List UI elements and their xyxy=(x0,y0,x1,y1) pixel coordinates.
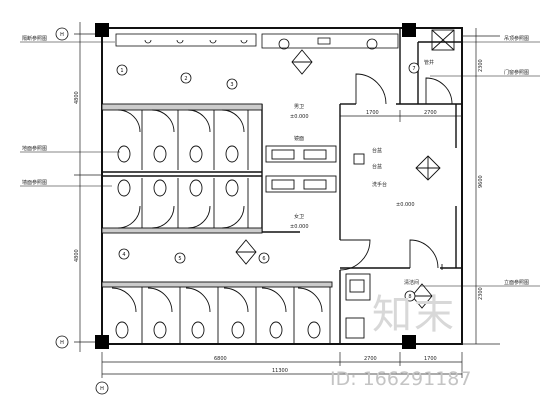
tag-circles xyxy=(116,62,420,302)
label-sink-1: 台盆 xyxy=(372,147,382,154)
axis-bubble-labels: H H H xyxy=(60,32,104,392)
watermark-logo: 知末 xyxy=(372,292,456,338)
upper-stalls xyxy=(101,103,263,170)
room-shaft: 管井 xyxy=(424,59,434,66)
dim-left-b: 4800 xyxy=(74,249,80,262)
axis-label-left-bottom: H xyxy=(100,386,104,392)
dim-right-a: 2300 xyxy=(478,59,484,72)
interior-walls xyxy=(102,28,462,344)
tag-1: 1 xyxy=(120,68,123,74)
vertical-dim-labels: 4800 4800 9600 2300 2300 xyxy=(74,59,484,300)
axis-label-bottom: H xyxy=(60,340,64,346)
tag-labels: 1 2 3 4 5 6 7 8 xyxy=(120,66,415,300)
dim-left-a: 4800 xyxy=(74,91,80,104)
lobby-elevation: ±0.000 xyxy=(396,202,415,208)
room-janitor: 清洁间 xyxy=(404,279,419,286)
finish-diamonds xyxy=(235,49,441,309)
dim-bottom-c: 1700 xyxy=(424,356,437,362)
callout-left-3: 墙面参照图 xyxy=(22,179,47,186)
dim-bottom-a: 6800 xyxy=(214,356,227,362)
tag-8: 8 xyxy=(408,294,411,300)
lower-stalls xyxy=(101,281,333,344)
dim-right-total: 9600 xyxy=(478,175,484,188)
callout-left-1: 隔断参照图 xyxy=(22,35,47,42)
middle-stalls xyxy=(101,178,263,234)
label-mirror: 镜面 xyxy=(294,135,304,142)
room-womens: 女卫 xyxy=(294,213,304,220)
elev-womens: ±0.000 xyxy=(290,224,309,230)
janitor-fixtures xyxy=(345,29,455,339)
tag-6: 6 xyxy=(262,256,265,262)
callout-left-2: 地面参照图 xyxy=(22,145,47,152)
tag-7: 7 xyxy=(412,66,415,72)
label-sink-2: 台盆 xyxy=(372,163,382,170)
dim-overall: 11300 xyxy=(272,368,288,374)
dimension-frame xyxy=(74,22,500,378)
plan-labels: 隔断参照图 地面参照图 墙面参照图 吊顶参照图 门窗参照图 立面参照图 男卫 ±… xyxy=(22,35,529,374)
callout-right-1: 吊顶参照图 xyxy=(504,35,529,42)
vanity-counters xyxy=(265,145,365,193)
dim-right-b: 2300 xyxy=(478,287,484,300)
room-mens: 男卫 xyxy=(294,104,304,110)
tag-2: 2 xyxy=(184,76,187,82)
tag-5: 5 xyxy=(178,256,181,262)
doors xyxy=(339,73,453,271)
watermark-id: ID: 166291187 xyxy=(330,368,472,390)
axis-label-top: H xyxy=(60,32,64,38)
wall-fixtures-top xyxy=(115,33,399,50)
axis-bubbles xyxy=(55,27,109,395)
dim-bottom-b: 2700 xyxy=(364,356,377,362)
dim-top-b: 2700 xyxy=(424,110,437,116)
tag-4: 4 xyxy=(122,252,125,258)
elev-mens: ±0.000 xyxy=(290,114,309,120)
callout-leaders xyxy=(20,41,540,287)
label-counter: 洗手台 xyxy=(372,181,387,188)
tag-3: 3 xyxy=(230,82,233,88)
callout-right-3: 立面参照图 xyxy=(504,279,529,286)
dim-top-a: 1700 xyxy=(366,110,379,116)
callout-right-2: 门窗参照图 xyxy=(504,69,529,76)
structural-columns xyxy=(95,23,416,349)
